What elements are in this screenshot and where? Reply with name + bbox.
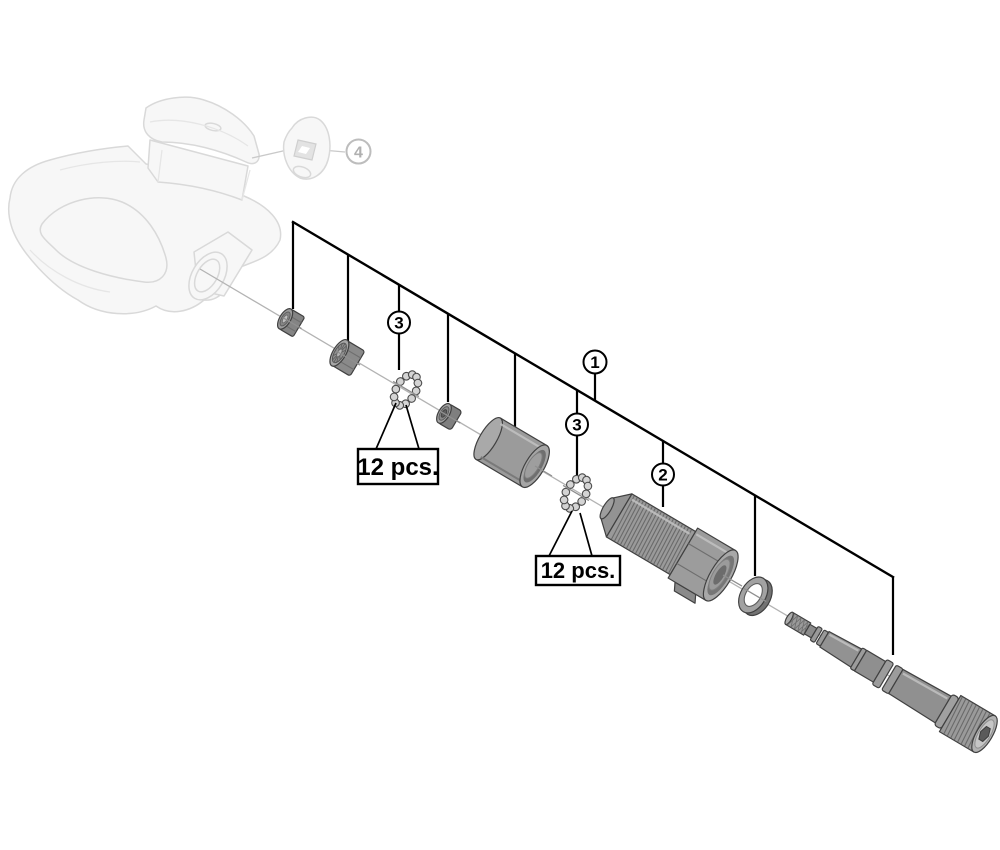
ball-retainer-upper: [389, 370, 423, 410]
pedal-clip-plate: [142, 96, 260, 165]
pedal-tube-opening: [188, 251, 228, 301]
callout-2-circle: [651, 462, 675, 487]
quantity-note-lower-box: [534, 554, 622, 587]
ghost-cleat-plate: [282, 116, 331, 180]
callout-2-label: 2: [658, 466, 667, 485]
quantity-note-upper-pointer: [375, 402, 420, 450]
callout-1: 1: [582, 349, 608, 375]
ball-retainer-lower: [559, 473, 593, 513]
quantity-note-lower: 12 pcs.: [534, 510, 622, 587]
callout-3-lower: 3: [565, 412, 589, 437]
pedal-axle: [784, 611, 998, 754]
inner-sleeve: [473, 417, 550, 489]
callout-3-upper-circle: [387, 310, 411, 335]
housing-thread-lines: [610, 495, 692, 574]
quantity-note-lower-text: 12 pcs.: [541, 558, 616, 583]
bracket-group-1: [291, 220, 895, 655]
quantity-note-lower-pointer: [548, 510, 593, 557]
callout-1-label: 1: [590, 353, 599, 372]
callout-3-upper-label: 3: [394, 314, 403, 333]
axis-centerline-overlays: [282, 316, 767, 603]
pedal-arch-opening: [39, 197, 168, 283]
knurl-hatch: [787, 613, 811, 635]
ghost-pedal-body: [7, 96, 282, 315]
hex-socket: [978, 725, 991, 743]
seal-ring: [738, 576, 773, 617]
callout-3-lower-label: 3: [572, 416, 581, 435]
callout-2: 2: [651, 462, 675, 487]
callout-3-upper: 3: [387, 310, 411, 335]
bracket-diagonal: [291, 220, 895, 579]
axle-housing: [599, 493, 739, 604]
callout-4-circle: [345, 138, 372, 165]
pedal-detail-lines: [29, 119, 251, 293]
quantity-note-upper-text: 12 pcs.: [357, 454, 438, 481]
quantity-note-upper-box: [356, 447, 440, 486]
callout-3-lower-circle: [565, 412, 589, 437]
callout-4: 4: [345, 138, 372, 165]
bracket-leader-lines: [291, 222, 895, 655]
callout-1-circle: [582, 349, 608, 375]
quantity-note-upper: 12 pcs.: [356, 402, 440, 486]
callout-4-label: 4: [354, 145, 363, 162]
